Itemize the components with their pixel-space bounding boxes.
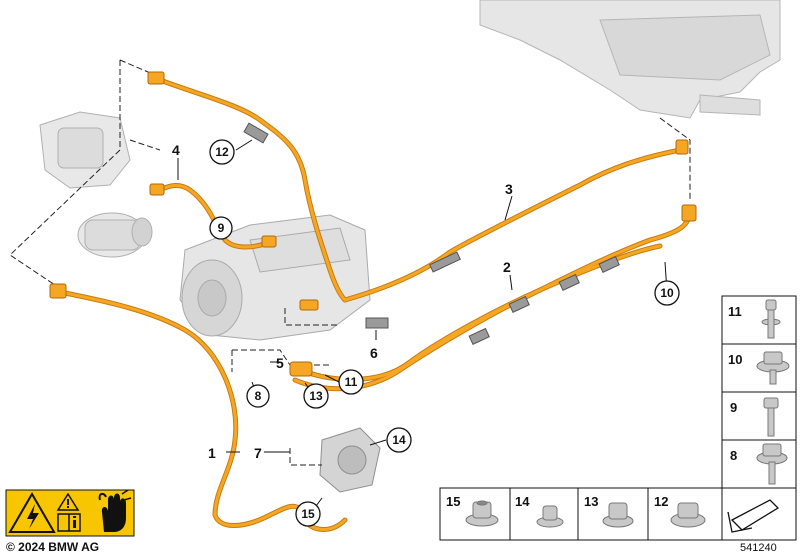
- bottom-panel-label-14: 14: [515, 494, 530, 509]
- do-not-touch-hand-icon: [98, 489, 132, 532]
- callout-4: 4: [172, 142, 180, 158]
- side-panel-label-11: 11: [728, 304, 742, 319]
- callout-1: 1: [208, 445, 216, 461]
- bottom-panel-label-12: 12: [654, 494, 668, 509]
- flange-nut-icon: [756, 351, 790, 385]
- warning-panel: [5, 489, 135, 537]
- callout-11: 11: [345, 375, 358, 389]
- flange-nut-13-icon: [602, 502, 634, 528]
- transmission: [179, 214, 371, 341]
- flange-nut-15-icon: [465, 500, 499, 527]
- charging-socket: [319, 427, 381, 493]
- side-panel-label-8: 8: [730, 448, 737, 463]
- callout-2: 2: [503, 259, 511, 275]
- manual-info-icon: [57, 513, 81, 532]
- cable-clamps: [243, 122, 620, 345]
- callout-3: 3: [505, 181, 513, 197]
- bottom-panel-label-15: 15: [446, 494, 460, 509]
- bolt-washer-icon: [761, 299, 781, 339]
- callout-7: 7: [254, 445, 262, 461]
- plain-callouts: 1 2 3 4 5 6 7: [172, 142, 513, 461]
- arrow-symbol-icon: [727, 499, 780, 533]
- warning-triangle-icon: [56, 492, 80, 511]
- copyright-notice: © 2024 BMW AG: [6, 540, 100, 554]
- bottom-panel-label-13: 13: [584, 494, 598, 509]
- callout-5: 5: [276, 355, 284, 371]
- side-fastener-panel: 11 10 9 8: [721, 295, 797, 489]
- cable-connectors: [49, 71, 697, 377]
- nut-14-icon: [536, 505, 564, 528]
- flange-bolt-icon: [756, 443, 788, 485]
- document-number: 541240: [740, 542, 777, 554]
- callout-12: 12: [215, 145, 229, 159]
- side-panel-label-9: 9: [730, 400, 737, 415]
- circled-callouts: [209, 139, 680, 527]
- electric-heater: [77, 212, 153, 258]
- flange-nut-12-icon: [670, 502, 706, 528]
- callout-10: 10: [660, 286, 674, 300]
- circled-callout-labels: 8 9 10 11 12 13 14 15: [215, 145, 674, 521]
- hex-bolt-icon: [763, 397, 779, 437]
- side-panel-label-10: 10: [728, 352, 742, 367]
- callout-13: 13: [309, 389, 323, 403]
- callout-14: 14: [392, 433, 406, 447]
- callout-15: 15: [301, 507, 315, 521]
- ac-compressor: [39, 111, 131, 189]
- power-electronics-unit: [479, 0, 781, 119]
- callout-9: 9: [218, 221, 225, 235]
- bottom-nut-panel: 15 14 13 12: [439, 487, 797, 541]
- callout-8: 8: [255, 389, 262, 403]
- callout-6: 6: [370, 345, 378, 361]
- high-voltage-warning-icon: [8, 492, 56, 533]
